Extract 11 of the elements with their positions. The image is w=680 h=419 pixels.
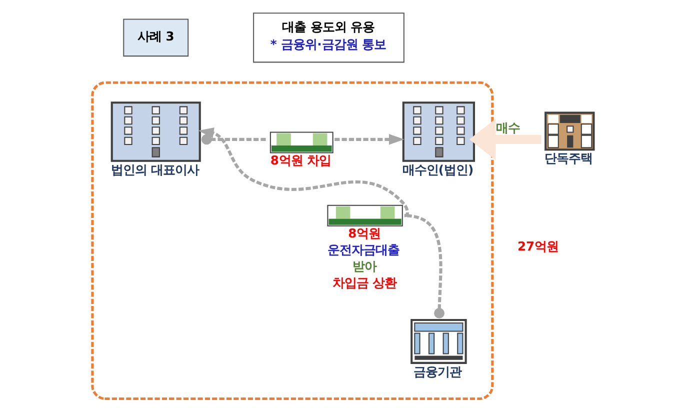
node-label: 차입금 상환 (332, 275, 396, 290)
node-label: 받아 (352, 258, 376, 273)
node-label: 8억원 (348, 226, 380, 240)
node-label: 법인의 대표이사 (110, 162, 199, 176)
node-label: 금융기관 (413, 364, 462, 378)
node-label: 매수인(법인) (402, 162, 474, 176)
edge-label: 매수 (496, 120, 520, 134)
node-label: 운전자금대출 (327, 242, 400, 257)
node-label: 단독주택 (544, 151, 592, 166)
label: 27억원 (516, 239, 558, 254)
node-label: 8억원 차입 (270, 153, 331, 168)
